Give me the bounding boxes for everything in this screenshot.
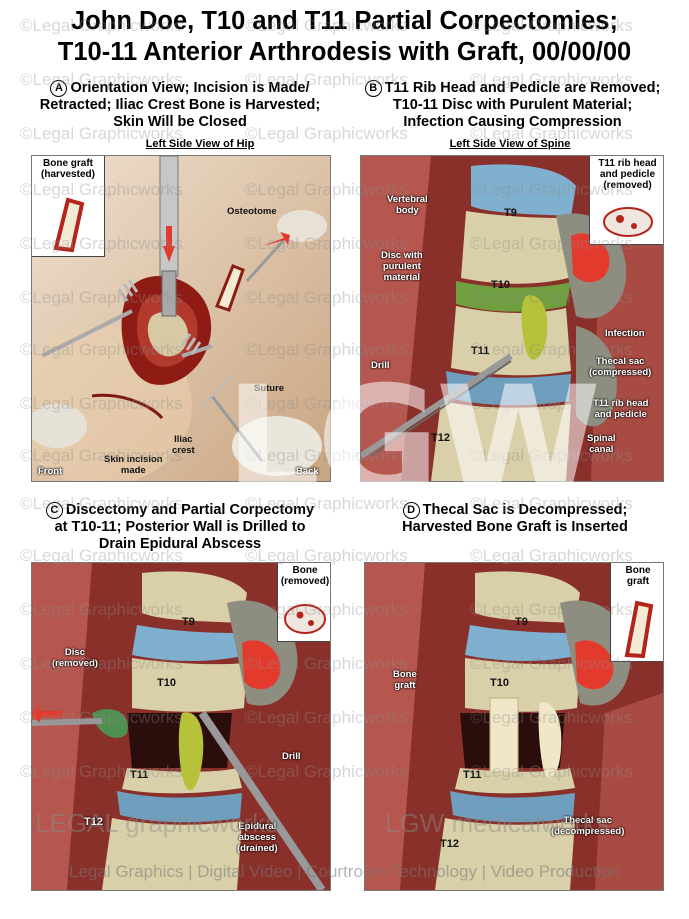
panel-c-letter: C [45,502,63,519]
panel-a-inset: Bone graft (harvested) [32,156,105,257]
big-logo-watermark: LGW [225,355,601,529]
removed-bone-icon [284,604,326,634]
label-suture: Suture [254,383,285,394]
label-t9: T9 [504,207,517,219]
label-d-t10: T10 [490,677,509,689]
page-title-line-2: T10-11 Anterior Arthrodesis with Graft, … [57,38,632,66]
panel-b-heading-line-2: T10-11 Disc with Purulent Material; [392,97,633,113]
panel-b-subheading: Left Side View of Spine [449,138,571,150]
bone-graft-icon [53,197,85,253]
panel-b-heading-line-3: Infection Causing Compression [403,114,622,130]
panel-a-heading-line-1: Orientation View; Incision is Made/ [70,80,310,96]
label-drill: Drill [371,360,390,371]
panel-b-letter: B [364,80,382,97]
panel-b-heading-line-1: T11 Rib Head and Pedicle are Removed; [384,80,661,96]
panel-a-heading-line-2: Retracted; Iliac Crest Bone is Harvested… [39,97,321,113]
label-d-thecal-sac: Thecal sac (decompressed) [551,815,625,837]
label-d-bone-graft: Bone graft [393,669,417,691]
label-c-t11: T11 [130,769,149,781]
label-infection: Infection [605,328,645,339]
label-thecal-sac: Thecal sac (compressed) [589,356,652,378]
label-c-drill: Drill [282,751,301,762]
panel-b-inset: T11 rib head and pedicle (removed) [589,156,663,245]
label-d-t9: T9 [515,616,528,628]
panel-b-illustration: T11 rib head and pedicle (removed) Verte… [360,155,664,482]
panel-d-heading-line-1: Thecal Sac is Decompressed; [422,502,628,518]
panel-a-subheading: Left Side View of Hip [145,138,255,150]
panel-c-heading-line-2: at T10-11; Posterior Wall is Drilled to [54,519,306,535]
panel-a-letter: A [50,80,68,97]
label-d-t11: T11 [463,769,482,781]
label-spinal-canal: Spinal canal [587,433,616,455]
page-title-line-1: John Doe, T10 and T11 Partial Corpectomi… [71,7,618,35]
label-osteotome: Osteotome [227,206,277,217]
label-c-t12: T12 [84,816,103,828]
label-iliac-crest: Iliac crest [172,434,195,456]
bone-graft-icon [624,600,654,659]
panel-c-inset: Bone (removed) [277,563,330,642]
label-disc: Disc with purulent material [381,250,423,283]
label-vertebral-body: Vertebral body [387,194,428,216]
panel-a-inset-label: Bone graft (harvested) [41,158,95,180]
label-skin-incision: Skin incision made [104,454,163,476]
inserted-bone-graft [489,697,519,779]
panel-d-inset-label: Bone graft [625,565,651,587]
graft-insertion-drawing [365,563,663,890]
label-front: Front [38,466,63,477]
panel-c-illustration: Bone (removed) T9 Disc (removed) T10 Dri… [31,562,331,891]
panel-d-inset: Bone graft [610,563,663,662]
label-rib-head: T11 rib head and pedicle [593,398,649,420]
panel-c-inset-label: Bone (removed) [280,565,330,587]
panel-b-inset-label: T11 rib head and pedicle (removed) [598,158,657,191]
footer-text: Legal Graphics | Digital Video | Courtro… [69,862,620,881]
panel-d-heading-line-2: Harvested Bone Graft is Inserted [402,519,628,535]
label-c-t10: T10 [157,677,176,689]
panel-a-illustration: Bone graft (harvested) Osteotome Suture … [31,155,331,482]
label-c-disc: Disc (removed) [52,647,98,669]
panel-d-illustration: Bone graft T9 Bone graft T10 T11 Thecal … [364,562,664,891]
label-c-epidural: Epidural abscess (drained) [237,821,278,854]
label-d-t12: T12 [440,838,459,850]
label-t11: T11 [471,345,490,357]
panel-c-heading-line-3: Drain Epidural Abscess [98,536,262,552]
panel-a-heading-line-3: Skin Will be Closed [113,114,247,130]
label-t10: T10 [491,279,510,291]
panel-c-heading-line-1: Discectomy and Partial Corpectomy [65,502,315,518]
label-back: Back [296,466,319,477]
rib-head-icon [603,207,653,237]
label-c-t9: T9 [182,616,195,628]
label-t12: T12 [431,432,450,444]
